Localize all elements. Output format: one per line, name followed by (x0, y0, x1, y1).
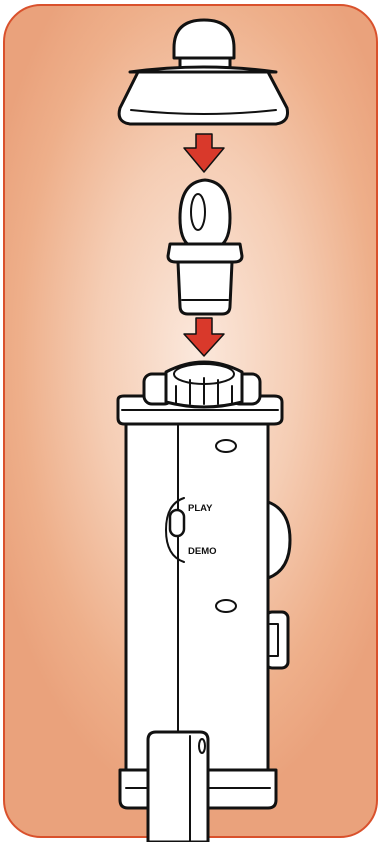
light-bulb (166, 178, 244, 316)
top-cap (117, 18, 289, 126)
demo-label: DEMO (188, 546, 217, 557)
down-arrow-icon (183, 317, 225, 357)
device-body (116, 360, 292, 842)
play-label: PLAY (188, 503, 213, 514)
down-arrow-icon (183, 133, 225, 173)
